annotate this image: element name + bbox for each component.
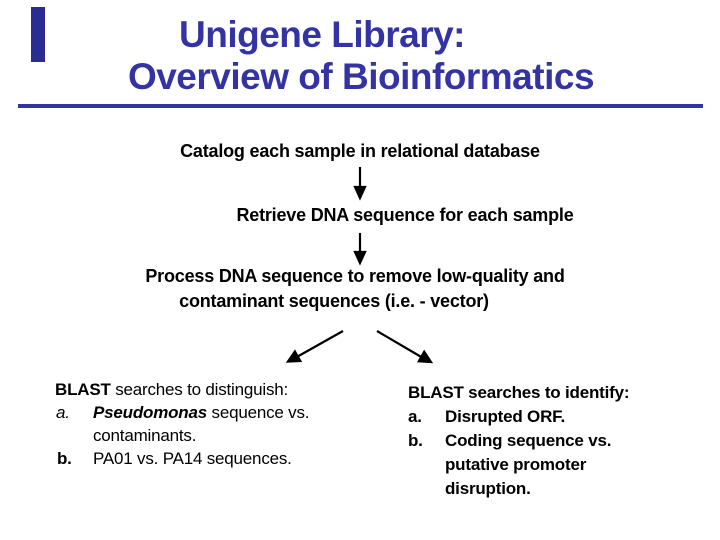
- list-item-a-continued: contaminants.: [93, 426, 197, 445]
- blast-identify-heading: BLAST searches to identify:: [408, 383, 630, 402]
- blast-keyword: BLAST: [55, 380, 111, 399]
- blast-distinguish-heading: BLAST searches to distinguish:: [55, 381, 288, 398]
- slide-title-line1: Unigene Library:: [179, 14, 466, 55]
- heading-rest: searches to distinguish:: [110, 380, 289, 399]
- slide-title-line2: Overview of Bioinformatics: [127, 56, 595, 97]
- list-item-b-line3: disruption.: [445, 479, 531, 498]
- list-marker-b: b.: [57, 449, 72, 468]
- arrow-diagonal-left-head-icon: [285, 349, 303, 363]
- arrow-down-head-icon: [353, 185, 367, 201]
- flow-step-process-line1: Process DNA sequence to remove low-quali…: [145, 266, 565, 286]
- list-item-b: PA01 vs. PA14 sequences.: [93, 449, 292, 468]
- slide-accent-bar: [31, 7, 45, 62]
- list-marker-b: b.: [408, 431, 423, 450]
- list-item-b-line1: Coding sequence vs.: [445, 431, 612, 450]
- flow-step-catalog: Catalog each sample in relational databa…: [180, 141, 540, 161]
- species-name: Pseudomonas: [93, 403, 207, 422]
- arrow-diagonal-right-head-icon: [416, 349, 434, 364]
- arrow-diagonal-left-icon: [294, 330, 344, 359]
- list-marker-a: a.: [408, 407, 422, 426]
- flow-step-process-line2: contaminant sequences (i.e. - vector): [179, 291, 489, 311]
- item-a-rest: sequence vs.: [207, 403, 310, 422]
- flow-step-retrieve: Retrieve DNA sequence for each sample: [236, 205, 574, 225]
- arrow-diagonal-right-icon: [376, 330, 424, 359]
- list-item-a: Pseudomonas sequence vs.: [93, 403, 310, 422]
- list-item-a: Disrupted ORF.: [445, 407, 565, 426]
- title-underline-rule: [18, 104, 703, 108]
- arrow-down-head-icon: [353, 250, 367, 266]
- list-marker-a: a.: [56, 403, 70, 422]
- list-item-b-line2: putative promoter: [445, 455, 587, 474]
